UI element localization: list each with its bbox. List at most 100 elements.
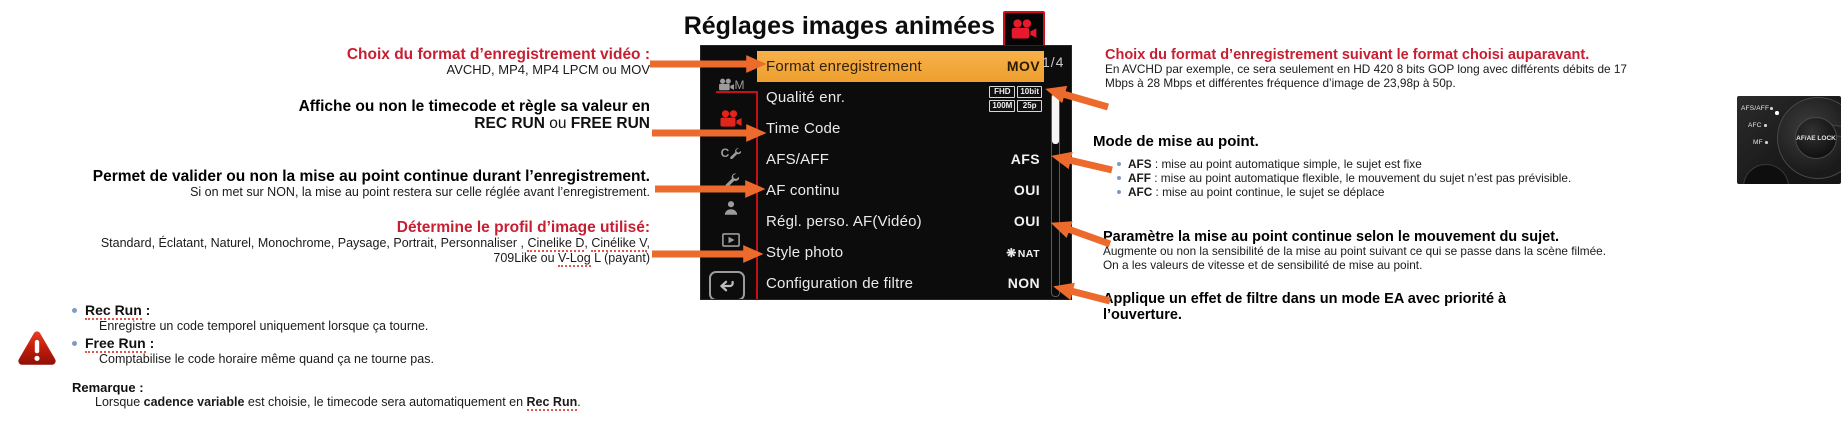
annotation-body: AVCHD, MP4, MP4 LPCM ou MOV <box>446 62 650 77</box>
menu-item-af-continu[interactable]: AF continu <box>766 182 840 199</box>
focus-mode-heading: Mode de mise au point. <box>1093 133 1259 150</box>
movie-mode-badge <box>1003 11 1045 47</box>
badge-25p: 25p <box>1017 100 1042 112</box>
free-run-bullet: Free Run : <box>72 334 581 353</box>
camcorder-icon <box>1011 19 1037 39</box>
aff-desc: : mise au point automatique flexible, le… <box>1150 171 1572 185</box>
sidebar-tab-movie-selected[interactable] <box>701 110 761 128</box>
annotation-heading: Détermine le profil d’image utilisé: <box>396 219 650 236</box>
menu-value-af-continu: OUI <box>1013 182 1040 198</box>
warning-icon <box>16 326 58 372</box>
annotation-heading: Paramètre la mise au point continue selo… <box>1103 229 1560 245</box>
selected-row-highlight <box>757 51 1044 82</box>
note-title: Remarque : <box>72 380 144 395</box>
quality-badges: FHD 10bit 100M 25p <box>989 86 1042 112</box>
sidebar-tab-custom[interactable]: C <box>701 144 761 162</box>
menu-item-regl-perso-af[interactable]: Régl. perso. AF(Vidéo) <box>766 213 922 230</box>
annotation-heading-line2: l’ouverture. <box>1103 307 1182 323</box>
v-log: V-Log <box>558 250 591 267</box>
note-end: . <box>577 395 581 409</box>
sidebar-tab-creative-movie[interactable]: M <box>701 76 761 94</box>
label-afs-aff: AFS/AFF <box>1741 105 1770 112</box>
bullet-dot <box>1117 190 1121 194</box>
focus-mode-bullets: AFS : mise au point automatique simple, … <box>1117 157 1571 199</box>
annotation-line1: Affiche ou non le timecode et règle sa v… <box>298 98 650 115</box>
annotation-body: Si on met sur NON, la mise au point rest… <box>190 185 650 199</box>
bullet-dot <box>1117 162 1121 166</box>
arrow-afs <box>1051 151 1113 174</box>
wrench-icon <box>730 147 742 159</box>
dot-afs-aff <box>1770 107 1773 110</box>
annotation-style-photo: Détermine le profil d’image utilisé: Sta… <box>100 219 650 267</box>
rec-run-bullet: Rec Run : <box>72 302 581 320</box>
bullet-afs: AFS : mise au point automatique simple, … <box>1117 157 1571 171</box>
photo-style-sparkle-icon: ❋ <box>1006 246 1017 260</box>
page-indicator: 1/4 <box>1042 54 1065 70</box>
sidebar-tab-setup[interactable] <box>701 171 761 189</box>
camcorder-icon <box>718 78 734 91</box>
return-icon <box>720 280 734 291</box>
menu-scrollbar[interactable] <box>1051 93 1060 297</box>
annotation-heading-line1: Applique un effet de filtre dans un mode… <box>1103 291 1507 307</box>
menu-item-format-enregistrement[interactable]: Format enregistrement <box>766 58 922 75</box>
return-button[interactable] <box>709 271 745 299</box>
free-run-label: FREE RUN <box>570 115 650 132</box>
menu-item-afs-aff[interactable]: AFS/AFF <box>766 151 830 168</box>
afs-term: AFS <box>1128 157 1152 171</box>
sidebar-tab-my-menu[interactable] <box>701 199 761 217</box>
annotation-body-line1: Standard, Éclatant, Naturel, Monochrome,… <box>100 236 650 252</box>
styles-list: Standard, Éclatant, Naturel, Monochrome,… <box>100 236 528 250</box>
annotation-body-line1: En AVCHD par exemple, ce sera seulement … <box>1105 62 1627 76</box>
menu-item-time-code[interactable]: Time Code <box>766 120 841 137</box>
annotation-body-line2: Mbps à 28 Mbps et différentes fréquence … <box>1105 75 1456 90</box>
free-run-term: Free Run <box>85 334 146 353</box>
bullet-dot <box>1117 176 1121 180</box>
bullet-afc: AFC : mise au point continue, le sujet s… <box>1117 185 1571 199</box>
label-afc: AFC <box>1748 122 1762 129</box>
menu-value-format: MOV <box>1006 58 1040 74</box>
badge-10bit: 10bit <box>1017 86 1042 98</box>
sep: , <box>584 236 592 250</box>
annotation-body-line2: On a les valeurs de vitesse et de sensib… <box>1103 257 1423 272</box>
badge-100m: 100M <box>989 100 1016 112</box>
menu-item-qualite-enr[interactable]: Qualité enr. <box>766 89 846 106</box>
annotation-filter: Applique un effet de filtre dans un mode… <box>1103 291 1506 323</box>
sidebar-tab-playback[interactable] <box>701 231 761 249</box>
annotation-custom-af: Paramètre la mise au point continue selo… <box>1103 229 1606 272</box>
rec-run-label: REC RUN <box>474 115 545 132</box>
bullet-dot <box>72 340 77 346</box>
custom-letter: C <box>720 146 730 160</box>
bullet-dot <box>72 308 77 313</box>
annotation-body-line2: 709Like ou V-Log L (payant) <box>101 250 650 267</box>
menu-item-style-photo[interactable]: Style photo <box>766 244 844 261</box>
menu-value-afs: AFS <box>1010 151 1040 167</box>
menu-value-regl-perso: OUI <box>1013 213 1040 229</box>
note-rec-run: Rec Run <box>526 395 578 411</box>
menu-item-configuration-filtre[interactable]: Configuration de filtre <box>766 275 914 292</box>
rec-run-term: Rec Run <box>85 302 142 320</box>
person-icon <box>724 200 738 215</box>
focus-lever-photo: AF/AE LOCK AFS/AFF AFC MF <box>1737 96 1841 184</box>
tab-selection-line-vertical <box>756 91 758 299</box>
aff-term: AFF <box>1128 171 1151 185</box>
creative-movie-letter: M <box>734 78 745 92</box>
note-mid: est choisie, le timecode sera automatiqu… <box>244 395 527 409</box>
annotation-heading: Choix du format d’enregistrement vidéo : <box>346 46 650 63</box>
lower-dial <box>1743 164 1789 184</box>
annotation-af-continu: Permet de valider ou non la mise au poin… <box>93 168 650 200</box>
label-mf: MF <box>1753 139 1763 146</box>
playback-icon <box>722 232 740 247</box>
styles-list-3: L (payant) <box>590 250 650 265</box>
note-pre: Lorsque <box>95 395 144 409</box>
free-run-desc: Comptabilise le code horaire même quand … <box>99 351 434 366</box>
camera-menu-screenshot: M C <box>700 45 1072 300</box>
cadence-variable: cadence variable <box>143 395 245 409</box>
afc-term: AFC <box>1128 185 1153 199</box>
note-body: Lorsque cadence variable est choisie, le… <box>72 395 581 411</box>
scrollbar-thumb[interactable] <box>1052 94 1059 144</box>
sep: , <box>646 236 650 250</box>
bullet-aff: AFF : mise au point automatique flexible… <box>1117 171 1571 185</box>
tab-selection-line-horizontal <box>716 91 758 93</box>
annotation-body-line1: Augmente ou non la sensibilité de la mis… <box>1103 244 1606 258</box>
cinelike-d: Cinelike D <box>527 236 585 252</box>
